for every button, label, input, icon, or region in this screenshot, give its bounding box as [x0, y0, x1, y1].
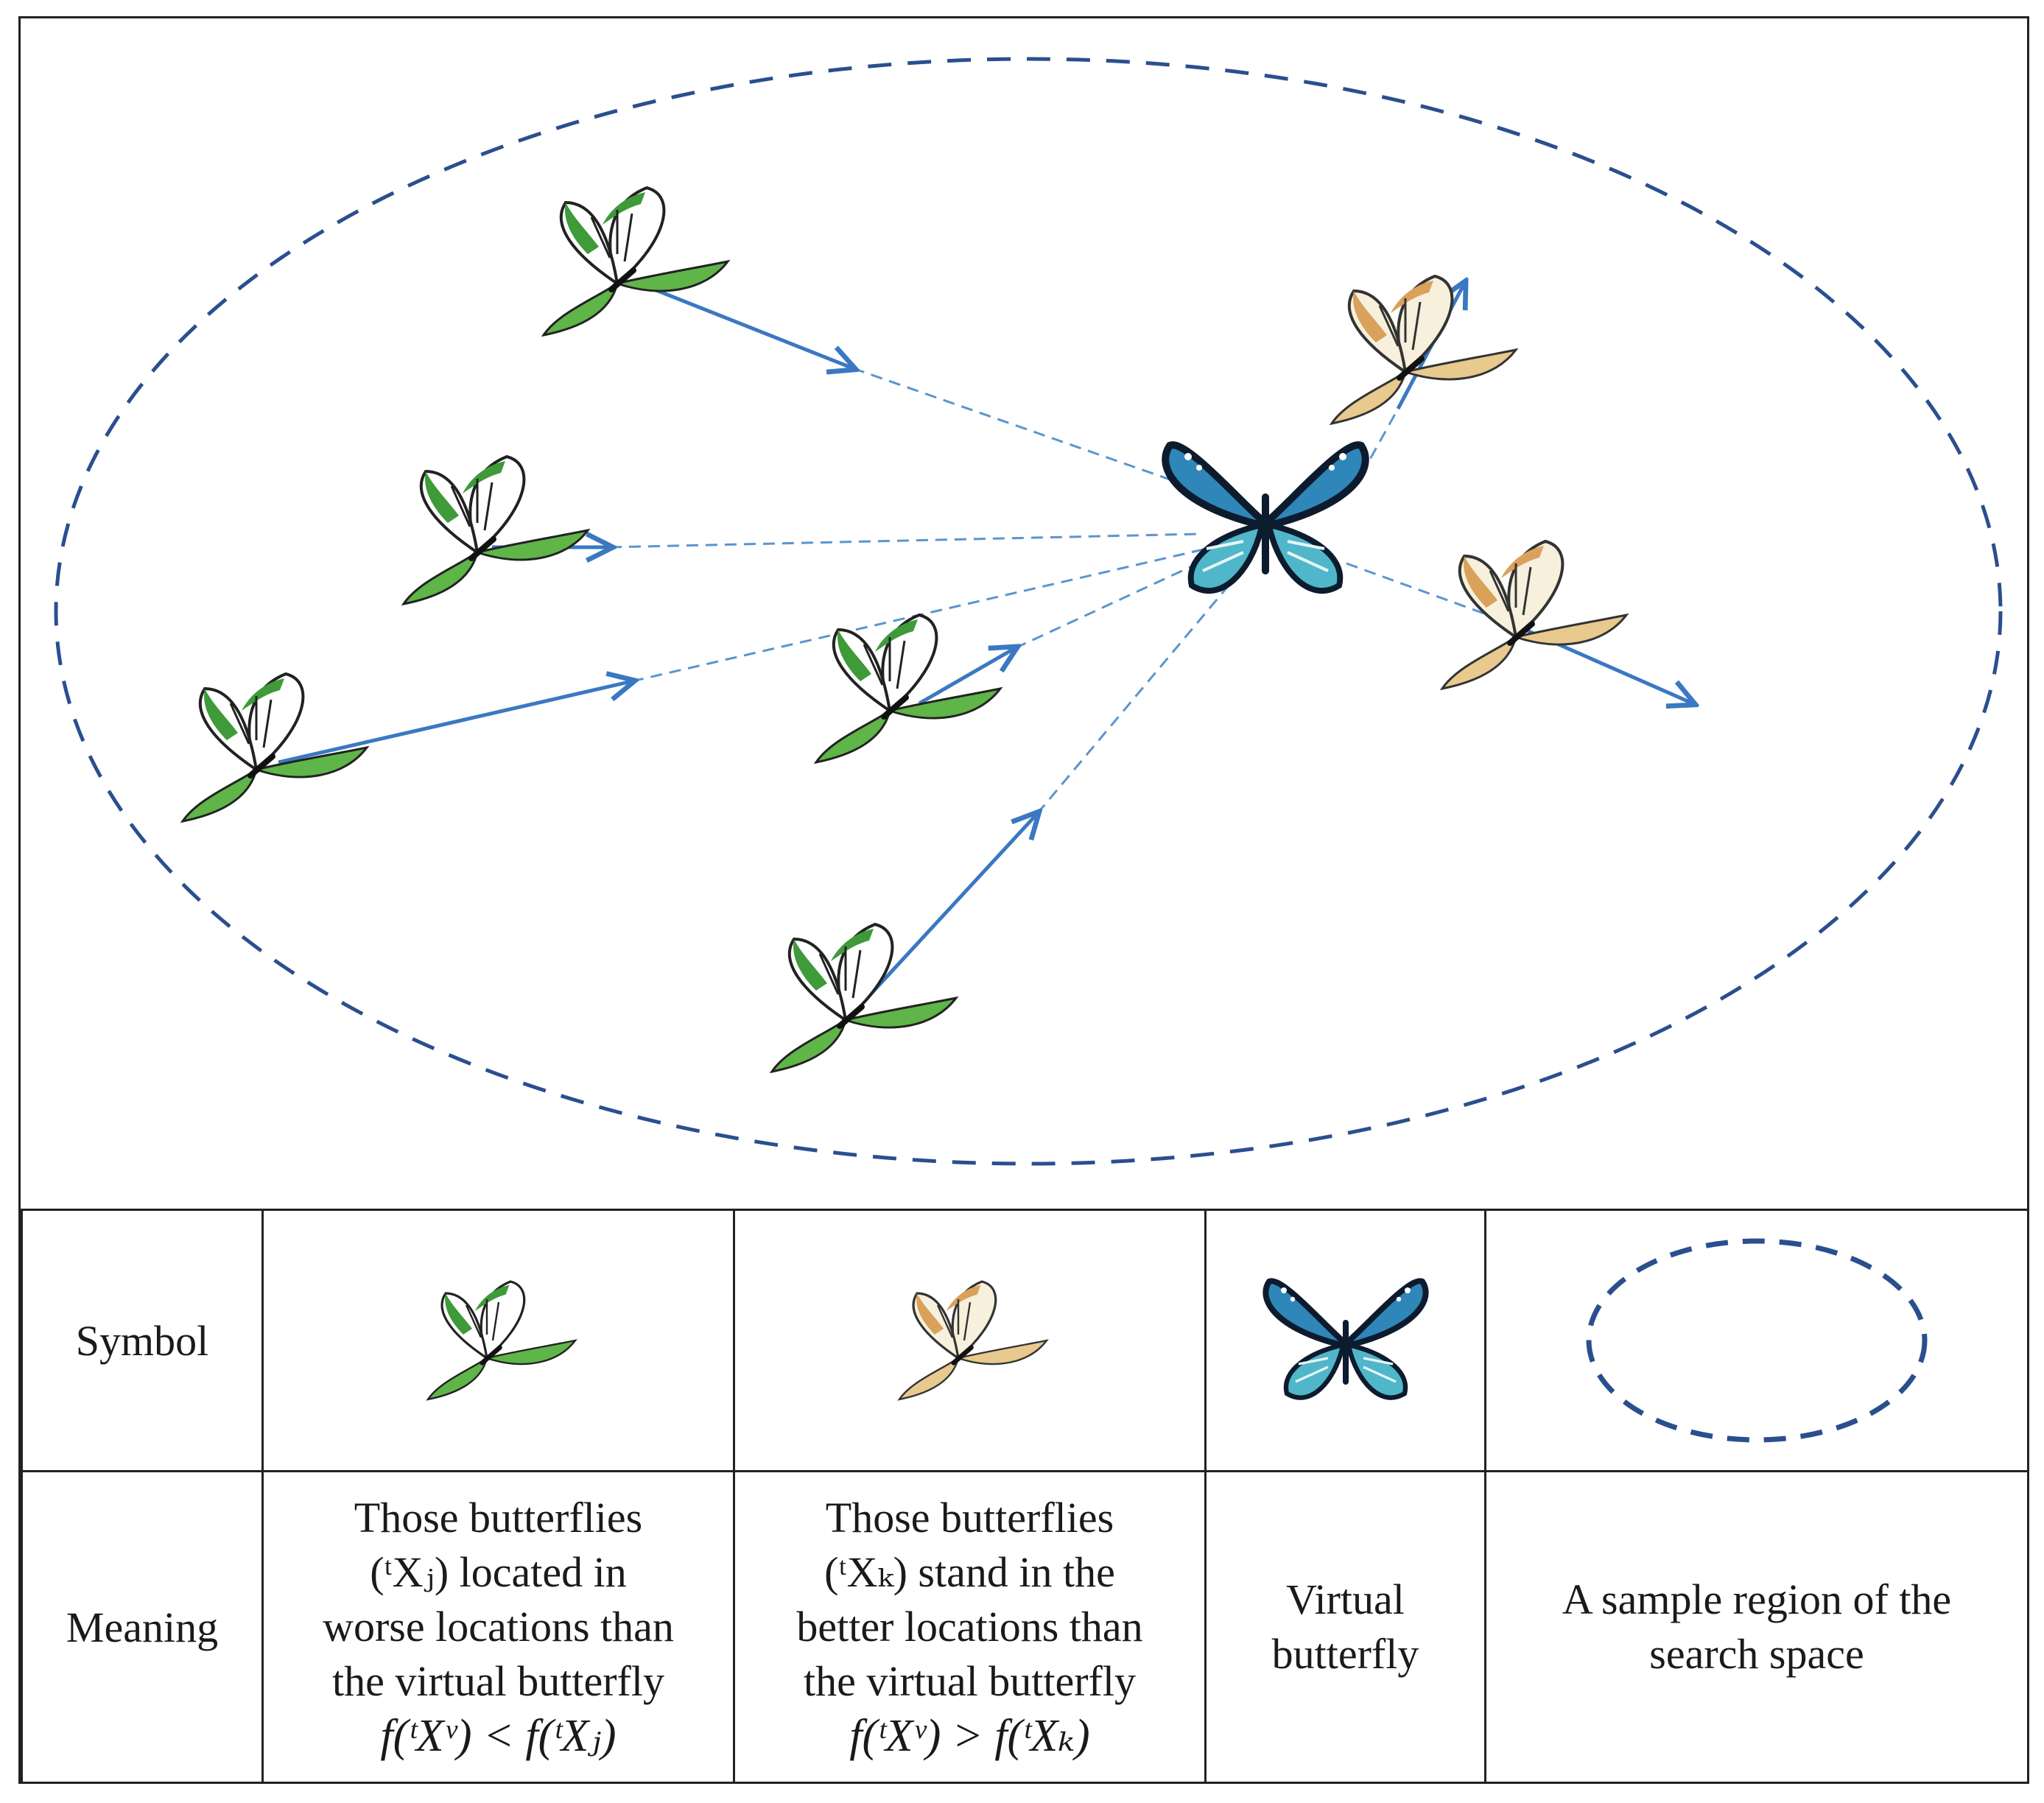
move-arrow-4 [918, 648, 1015, 706]
symbol-header: Symbol [21, 1209, 264, 1472]
legend-symbol-region [1484, 1209, 2029, 1472]
guide-line-6 [1360, 408, 1399, 476]
green-butterfly-icon [544, 188, 728, 335]
diagram [54, 57, 2003, 1166]
green-butterfly-icon [410, 1259, 587, 1421]
guide-line-1 [852, 367, 1200, 491]
meaning-line: (ᵗXₖ) stand in the [824, 1548, 1115, 1596]
legend-row-symbol: Symbol [21, 1209, 2029, 1472]
guide-line-5 [1036, 585, 1230, 815]
blue-butterfly-icon [1257, 1259, 1434, 1421]
move-arrow-1 [639, 281, 853, 368]
meaning-line: Those butterflies [354, 1494, 643, 1542]
blue-butterfly-icon [1165, 445, 1366, 591]
meaning-header: Meaning [21, 1470, 264, 1784]
meaning-line: Virtual [1286, 1575, 1405, 1623]
meaning-virtual: Virtual butterfly [1204, 1470, 1486, 1784]
meaning-line: A sample region of the [1562, 1575, 1952, 1623]
move-arrow-3 [278, 681, 632, 765]
guide-line-7 [1346, 562, 1509, 624]
guide-line-2 [609, 533, 1200, 549]
meaning-line: the virtual butterfly [804, 1657, 1136, 1705]
legend-symbol-virtual [1204, 1209, 1486, 1472]
green-butterfly-icon [772, 924, 956, 1072]
meaning-line: Those butterflies [825, 1494, 1114, 1542]
meaning-line: butterfly [1271, 1630, 1419, 1678]
meaning-line: search space [1649, 1630, 1864, 1678]
meaning-line: (ᵗXⱼ) located in [370, 1548, 627, 1596]
figure: Symbol Meani [18, 16, 2029, 1784]
meaning-better: Those butterflies (ᵗXₖ) stand in the bet… [733, 1470, 1207, 1784]
meaning-formula: f(ᵗXᵛ) > f(ᵗXₖ) [849, 1711, 1090, 1761]
meaning-line: better locations than [796, 1603, 1143, 1651]
dashed-ellipse-icon [1586, 1238, 1928, 1443]
green-butterfly-icon [816, 615, 1000, 762]
meaning-formula: f(ᵗXᵛ) < f(ᵗXⱼ) [380, 1711, 617, 1761]
legend-symbol-better [733, 1209, 1207, 1472]
legend-row-meaning: Meaning Those butterflies (ᵗXⱼ) located … [21, 1470, 2029, 1784]
meaning-worse: Those butterflies (ᵗXⱼ) located in worse… [261, 1470, 735, 1784]
orange-butterfly-icon [1442, 541, 1626, 689]
green-butterfly-icon [404, 457, 588, 604]
search-region-ellipse [54, 57, 2003, 1166]
legend-table: Symbol Meani [21, 1209, 2029, 1784]
guide-line-4 [1014, 555, 1215, 650]
meaning-line: the virtual butterfly [332, 1657, 664, 1705]
meaning-line: worse locations than [323, 1603, 674, 1651]
meaning-region: A sample region of the search space [1484, 1470, 2029, 1784]
legend-symbol-worse [261, 1209, 735, 1472]
orange-butterfly-icon [882, 1259, 1058, 1421]
orange-butterfly-icon [1332, 276, 1516, 423]
move-arrow-5 [859, 814, 1037, 1007]
